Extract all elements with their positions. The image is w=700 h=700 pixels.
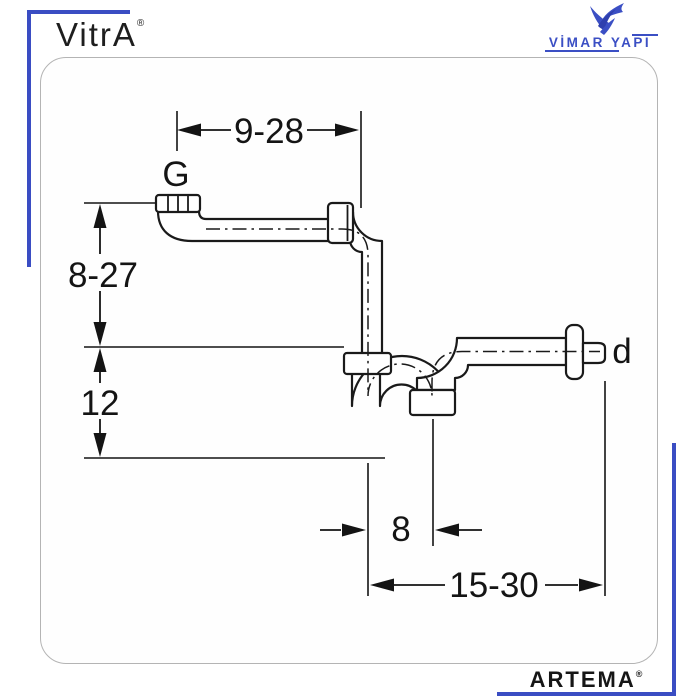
arrow-right-icon (335, 123, 359, 137)
arrow-up-icon (93, 204, 107, 228)
artema-registered-mark: ® (635, 669, 643, 679)
dim-label-left-lower: 12 (81, 384, 120, 423)
dimension-left-lower: 12 (81, 348, 120, 457)
vitra-registered-mark: ® (136, 18, 145, 29)
arrow-left-icon (370, 578, 394, 592)
horizontal-inlet-pipe (156, 209, 352, 243)
outlet-diameter-label: d (612, 332, 631, 371)
outlet-pipe (415, 336, 568, 392)
vitra-logo: VitrA® (56, 16, 144, 54)
wall-stub (581, 341, 607, 365)
artema-logo: ARTEMA® (495, 667, 677, 693)
vitra-wordmark: VitrA (56, 16, 137, 53)
artema-wordmark: ARTEMA (529, 667, 636, 692)
vimar-bird-icon (590, 3, 624, 35)
pipe-centerline (206, 228, 600, 397)
blue-corner-bottom-right-vertical (672, 443, 676, 696)
arrow-left-icon (177, 123, 201, 137)
pipe-shapes (154, 193, 607, 417)
dimension-left-upper: 8-27 (68, 204, 138, 346)
dim-label-left-upper: 8-27 (68, 256, 138, 295)
arrow-down-icon (93, 322, 107, 346)
union-nut-top (326, 201, 355, 245)
vimar-yapi-wordmark: VİMAR YAPI (548, 35, 652, 50)
blue-corner-bottom-right-horizontal (497, 692, 676, 696)
inlet-thread-label: G (162, 155, 189, 194)
extension-lines (84, 111, 606, 596)
arrow-right-icon (342, 523, 366, 537)
arrow-up-icon (93, 348, 107, 372)
arrow-down-icon (93, 433, 107, 457)
vertical-down-pipe (348, 210, 384, 358)
vimar-logo-underline (545, 50, 619, 52)
arrow-right-icon (579, 578, 603, 592)
dim-label-bottom-large: 15-30 (449, 566, 539, 605)
dim-label-bottom-small: 8 (391, 510, 410, 549)
blue-corner-top-left-horizontal (27, 10, 130, 14)
blue-corner-top-left-vertical (27, 10, 31, 267)
dimension-bottom-large: 15-30 (370, 566, 603, 605)
dim-label-top: 9-28 (234, 112, 304, 151)
dimension-bottom-small: 8 (320, 510, 482, 549)
vimar-logo-overline (632, 34, 658, 36)
dimension-top: 9-28 (177, 112, 359, 151)
arrow-left-icon (435, 523, 459, 537)
